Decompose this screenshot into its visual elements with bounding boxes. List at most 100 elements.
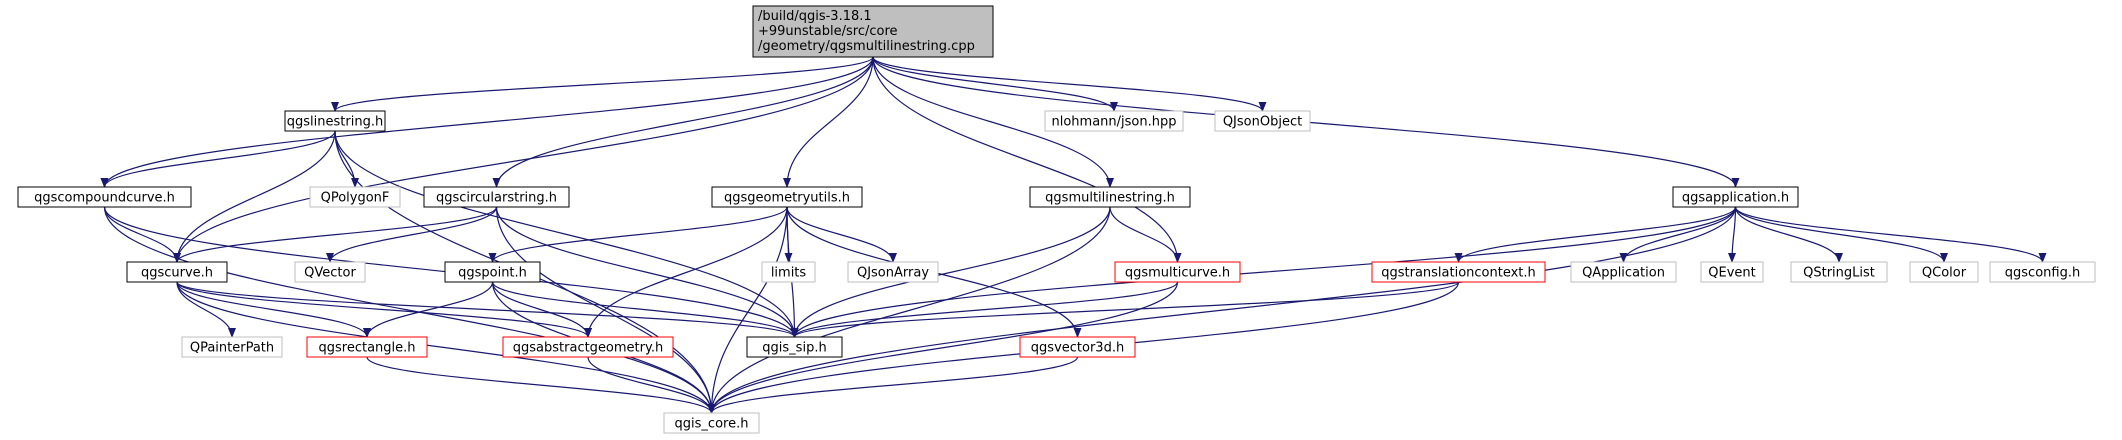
edges-layer [100, 56, 2047, 414]
edge-root-to-multicurve [872, 56, 1182, 263]
node-qevent[interactable]: QEvent [1700, 261, 1764, 283]
node-qcolor-label: QColor [1922, 266, 1967, 281]
node-root-box [752, 5, 994, 58]
node-rectangle-box [306, 336, 428, 358]
node-rectangle[interactable]: qgsrectangle.h [306, 336, 428, 358]
node-json-box [1044, 110, 1184, 132]
node-geometryutils-label: qgsgeometryutils.h [724, 191, 850, 206]
node-abstractgeometry-label: qgsabstractgeometry.h [513, 341, 663, 356]
node-abstractgeometry-box [502, 336, 674, 358]
edge-multilinestring-to-multicurve [1109, 206, 1182, 263]
node-core[interactable]: qgis_core.h [663, 412, 760, 434]
edge-geometryutils-to-abstractgeometry [584, 206, 788, 338]
node-qcolor-box [1909, 261, 1979, 283]
node-qapplication-label: QApplication [1582, 266, 1665, 281]
node-linestring[interactable]: qgslinestring.h [284, 110, 386, 132]
nodes-layer: /build/qgis-3.18.1+99unstable/src/core/g… [17, 5, 2096, 434]
node-json-label: nlohmann/json.hpp [1052, 115, 1177, 130]
edge-multilinestring-to-core [707, 206, 1111, 414]
edge-application-to-qapplication [1619, 206, 1737, 263]
node-application-label: qgsapplication.h [1682, 191, 1789, 206]
node-qstringlist[interactable]: QStringList [1790, 261, 1888, 283]
edge-circularstring-to-curve [173, 206, 498, 263]
node-compoundcurve[interactable]: qgscompoundcurve.h [17, 186, 192, 208]
node-point-label: qgspoint.h [458, 266, 527, 281]
node-circularstring[interactable]: qgscircularstring.h [423, 186, 570, 208]
node-multilinestring-box [1029, 186, 1191, 208]
edge-root-to-qjsonobject [872, 56, 1267, 112]
node-compoundcurve-label: qgscompoundcurve.h [34, 191, 175, 206]
edge-curve-to-rectangle [176, 281, 371, 338]
node-qjsonobject-box [1214, 110, 1311, 132]
edge-compoundcurve-to-core [103, 206, 716, 414]
edge-circularstring-to-sip [495, 206, 799, 338]
node-qvector-label: QVector [304, 266, 356, 281]
edge-root-to-geometryutils [783, 56, 874, 188]
node-qapplication[interactable]: QApplication [1570, 261, 1677, 283]
node-curve[interactable]: qgscurve.h [126, 261, 228, 283]
edge-vector3d-to-core [707, 356, 1079, 414]
edge-root-to-compoundcurve [100, 56, 874, 188]
node-root[interactable]: /build/qgis-3.18.1+99unstable/src/core/g… [752, 5, 994, 58]
node-sip[interactable]: qgis_sip.h [746, 336, 843, 358]
edge-linestring-to-sip [334, 130, 799, 338]
edge-abstractgeometry-to-core [587, 356, 716, 414]
edge-curve-to-qpainterpath [176, 281, 236, 338]
node-application[interactable]: qgsapplication.h [1672, 186, 1799, 208]
node-qvector-box [294, 261, 366, 283]
node-compoundcurve-box [17, 186, 192, 208]
edge-application-to-qstringlist [1734, 206, 1843, 263]
node-translationcontext[interactable]: qgstranslationcontext.h [1371, 261, 1546, 283]
node-polygonf-box [309, 186, 401, 208]
node-limits-box [761, 261, 816, 283]
node-abstractgeometry[interactable]: qgsabstractgeometry.h [502, 336, 674, 358]
node-application-box [1672, 186, 1799, 208]
edge-root-to-circularstring [492, 56, 874, 188]
node-qgsconfig[interactable]: qgsconfig.h [1989, 261, 2096, 283]
node-core-box [663, 412, 760, 434]
node-multilinestring-label: qgsmultilinestring.h [1045, 191, 1175, 206]
edge-linestring-to-polygonf [334, 130, 359, 188]
node-multicurve[interactable]: qgsmulticurve.h [1114, 261, 1241, 283]
node-point-box [444, 261, 541, 283]
node-limits[interactable]: limits [761, 261, 816, 283]
node-rectangle-label: qgsrectangle.h [318, 341, 415, 356]
edge-geometryutils-to-qjsonarray [786, 206, 897, 263]
edge-multicurve-to-core [707, 281, 1179, 414]
node-root-label: /build/qgis-3.18.1 [758, 9, 872, 24]
edge-linestring-to-compoundcurve [100, 130, 336, 188]
node-qpainterpath-box [181, 336, 283, 358]
node-point[interactable]: qgspoint.h [444, 261, 541, 283]
edge-rectangle-to-core [366, 356, 716, 414]
node-multilinestring[interactable]: qgsmultilinestring.h [1029, 186, 1191, 208]
node-geometryutils[interactable]: qgsgeometryutils.h [711, 186, 863, 208]
edge-application-to-translationcontext [1454, 206, 1737, 263]
node-qjsonarray-box [847, 261, 939, 283]
edge-geometryutils-to-point [488, 206, 788, 263]
edge-translationcontext-to-sip [790, 281, 1460, 338]
node-qevent-box [1700, 261, 1764, 283]
node-vector3d[interactable]: qgsvector3d.h [1019, 336, 1136, 358]
node-json[interactable]: nlohmann/json.hpp [1044, 110, 1184, 132]
edge-circularstring-to-qvector [326, 206, 498, 263]
node-qjsonobject[interactable]: QJsonObject [1214, 110, 1311, 132]
node-curve-box [126, 261, 228, 283]
node-qjsonarray[interactable]: QJsonArray [847, 261, 939, 283]
edge-root-to-multilinestring [872, 56, 1114, 188]
node-core-label: qgis_core.h [675, 417, 749, 432]
edge-root-to-linestring [331, 56, 874, 112]
node-vector3d-box [1019, 336, 1136, 358]
node-qapplication-box [1570, 261, 1677, 283]
node-qvector[interactable]: QVector [294, 261, 366, 283]
edge-point-to-sip [491, 281, 799, 338]
edge-compoundcurve-to-curve [103, 206, 181, 263]
edge-curve-to-abstractgeometry [176, 281, 592, 338]
node-qpainterpath[interactable]: QPainterPath [181, 336, 283, 358]
node-sip-label: qgis_sip.h [762, 341, 826, 356]
node-polygonf[interactable]: QPolygonF [309, 186, 401, 208]
node-geometryutils-box [711, 186, 863, 208]
node-qcolor[interactable]: QColor [1909, 261, 1979, 283]
edge-geometryutils-to-core [707, 206, 788, 414]
node-qevent-label: QEvent [1708, 266, 1755, 281]
node-limits-label: limits [771, 266, 807, 281]
